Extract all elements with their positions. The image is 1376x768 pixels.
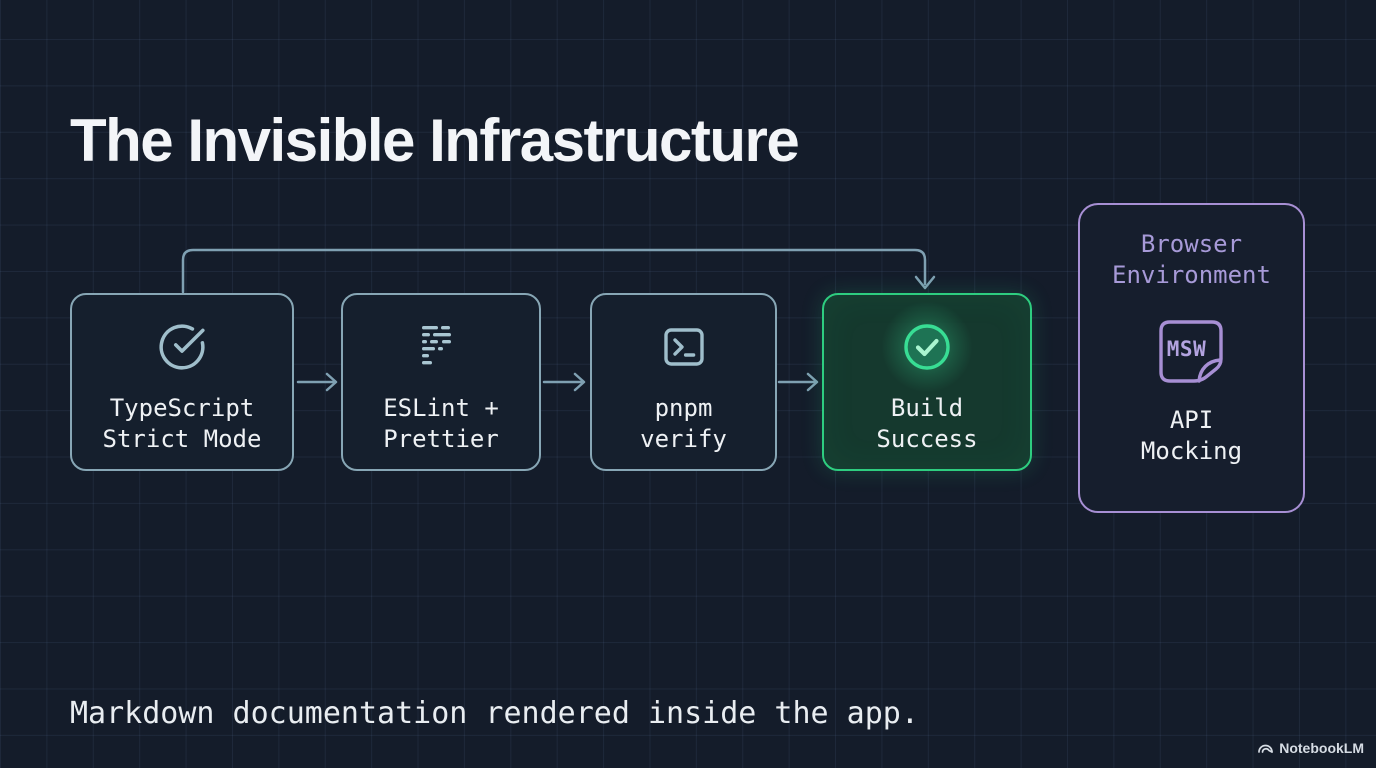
flow-node-typescript-strict-mode: TypeScript Strict Mode <box>70 293 294 471</box>
terminal-icon <box>660 319 708 375</box>
flow-node-label-line1: TypeScript <box>109 394 255 422</box>
flow-node-label-line2: Success <box>876 425 978 453</box>
flow-node-pnpm-verify: pnpm verify <box>590 293 777 471</box>
flow-node-eslint-prettier: ESLint + Prettier <box>341 293 541 471</box>
flow-node-label-line1: ESLint + <box>383 394 499 422</box>
connector-3-arrowhead-icon <box>806 372 819 392</box>
side-panel-caption-line2: Mocking <box>1140 437 1243 465</box>
side-panel-caption: API Mocking <box>1141 405 1242 467</box>
prettier-icon <box>420 319 462 375</box>
page-title: The Invisible Infrastructure <box>70 107 800 175</box>
side-panel-title-line2: Environment <box>1112 261 1271 289</box>
msw-label: MSW <box>1166 337 1207 361</box>
notebooklm-logo-icon <box>1257 741 1274 755</box>
flow-node-label: ESLint + Prettier <box>383 393 499 455</box>
footer-note: Markdown documentation rendered inside t… <box>70 596 937 768</box>
flow-node-label-line2: Prettier <box>383 425 499 453</box>
check-circle-icon <box>157 319 207 375</box>
bypass-arrowhead-icon <box>914 275 936 290</box>
side-panel-caption-line1: API <box>1169 406 1214 434</box>
flow-node-label: TypeScript Strict Mode <box>103 393 262 455</box>
flow-node-label-line2: Strict Mode <box>102 425 262 453</box>
connector-1-arrowhead-icon <box>325 372 338 392</box>
msw-sticky-note-icon: MSW <box>1154 317 1230 389</box>
side-panel-title-line1: Browser <box>1140 230 1243 258</box>
footer-note-line1: Markdown documentation rendered inside t… <box>70 696 919 731</box>
bypass-connector-line <box>181 248 927 294</box>
flow-node-label: pnpm verify <box>640 393 727 455</box>
success-check-icon <box>881 301 973 393</box>
watermark: NotebookLM <box>1257 740 1364 756</box>
browser-environment-panel: Browser Environment MSW API Mocking <box>1078 203 1305 513</box>
flow-node-label-line1: pnpm <box>654 394 713 422</box>
flow-node-build-success: Build Success <box>822 293 1032 471</box>
side-panel-title: Browser Environment <box>1112 229 1271 291</box>
connector-2-arrowhead-icon <box>573 372 586 392</box>
watermark-brand: NotebookLM <box>1279 740 1364 756</box>
flow-node-label: Build Success <box>876 393 977 455</box>
flow-node-label-line2: verify <box>640 425 727 453</box>
flow-node-label-line1: Build <box>890 394 964 422</box>
